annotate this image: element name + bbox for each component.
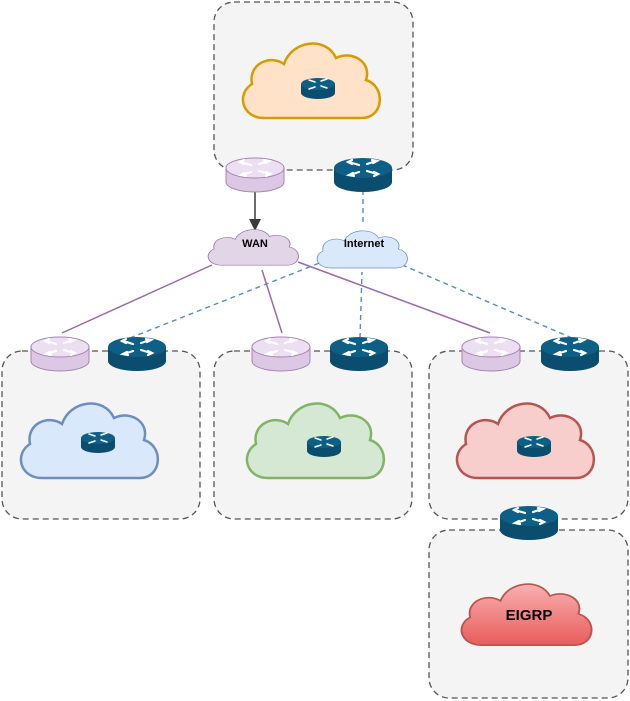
wan-label: WAN: [242, 238, 268, 250]
router-icon: [300, 77, 336, 100]
internet-link-site-2: [359, 271, 363, 339]
router-icon: [516, 435, 552, 458]
site-3-wan-router-icon: [460, 335, 522, 373]
site-2-internet-router-icon: [328, 335, 390, 373]
site-3-internet-router-icon: [539, 335, 601, 373]
internet-link-site-3: [399, 263, 573, 339]
internet-cloud: Internet: [316, 230, 408, 269]
internet-label: Internet: [344, 238, 385, 250]
router-icon: [306, 435, 342, 458]
wan-link-site-2: [261, 269, 283, 334]
wan-link-site-1: [61, 264, 213, 334]
site-1-internet-router-icon: [106, 335, 168, 373]
eigrp-label: EIGRP: [506, 607, 553, 624]
wan-link-site-3: [297, 261, 491, 334]
internet-link-site-1: [129, 261, 323, 339]
eigrp-cloud: EIGRP: [460, 583, 593, 647]
hub-internet-router-icon: [332, 156, 394, 194]
site-2-wan-router-icon: [250, 335, 312, 373]
wan-cloud: WAN: [207, 229, 299, 266]
wan-links: [61, 188, 491, 334]
eigrp-border-router-icon: [498, 504, 560, 542]
hub-wan-router-icon: [224, 156, 286, 194]
router-icon: [80, 431, 116, 454]
site-1-wan-router-icon: [29, 335, 91, 373]
internet-links: [129, 190, 573, 339]
